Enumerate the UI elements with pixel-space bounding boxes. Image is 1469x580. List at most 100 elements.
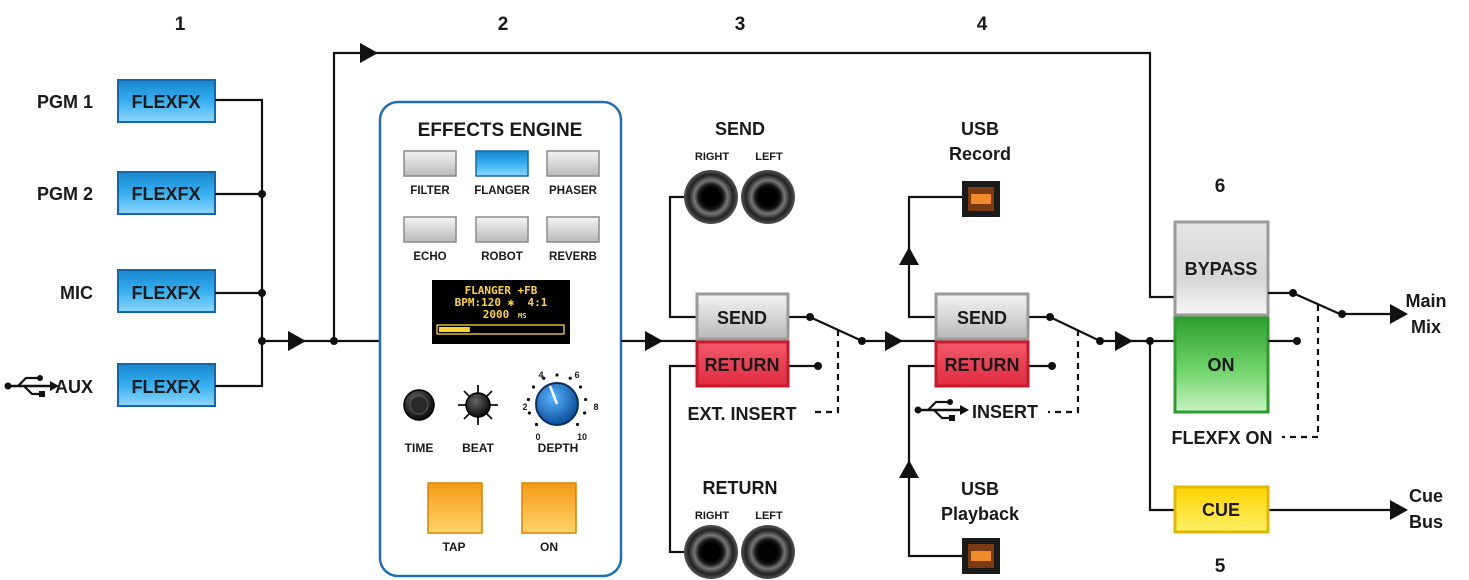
flexfx-on-label: FLEXFX ON <box>1171 428 1272 448</box>
bypass-button[interactable]: BYPASS <box>1173 220 1270 317</box>
flexfx-on-button[interactable]: ON <box>1173 316 1270 414</box>
cue-button[interactable]: CUE <box>1173 485 1270 534</box>
usb-insert-icon <box>914 399 969 421</box>
usb-wires <box>899 195 1175 558</box>
column-number-3: 3 <box>735 14 746 35</box>
ext-send-jack-right[interactable] <box>684 170 738 224</box>
engine-on-label: ON <box>540 540 558 554</box>
depth-scale-2: 2 <box>522 402 527 412</box>
input-label-pgm1: PGM 1 <box>37 92 93 112</box>
usb-record-label-line1: USB <box>961 119 999 139</box>
input-label-pgm2: PGM 2 <box>37 184 93 204</box>
depth-label: DEPTH <box>538 441 579 455</box>
ext-send-title: SEND <box>715 119 765 139</box>
effect-button-robot[interactable]: ROBOT <box>475 216 529 263</box>
flexfx-button-pgm1[interactable]: FLEXFX <box>117 79 216 123</box>
usb-playback-label-line1: USB <box>961 479 999 499</box>
usb-record-port-icon[interactable] <box>962 181 1000 217</box>
depth-tick <box>531 385 536 389</box>
flexfx-label: FLEXFX <box>131 184 200 204</box>
effect-label: FILTER <box>410 185 450 197</box>
depth-knob[interactable] <box>526 373 588 427</box>
ext-send-button-label: SEND <box>717 308 767 328</box>
effect-label: ROBOT <box>481 251 523 263</box>
usb-record-label-line2: Record <box>949 144 1011 164</box>
time-label: TIME <box>405 441 434 455</box>
depth-tick <box>526 397 531 402</box>
cue-bus-label-line1: Cue <box>1409 486 1443 506</box>
display-unit: MS <box>518 312 526 320</box>
effect-button-flanger[interactable]: FLANGER <box>474 150 530 197</box>
effect-label: ECHO <box>413 251 446 263</box>
depth-scale-0: 0 <box>535 432 540 442</box>
time-knob[interactable] <box>403 389 435 421</box>
display-line-3: 2000 <box>483 308 510 321</box>
display-line-1: FLANGER +FB <box>465 284 538 297</box>
effect-button-reverb[interactable]: REVERB <box>546 216 600 263</box>
engine-title: EFFECTS ENGINE <box>418 120 583 141</box>
column-number-6: 6 <box>1215 176 1226 197</box>
usb-insert-label: INSERT <box>972 402 1038 422</box>
input-bus-wires <box>215 43 1180 388</box>
ext-send-right-label: RIGHT <box>695 151 730 163</box>
effect-label: PHASER <box>549 185 598 197</box>
effect-display: FLANGER +FB BPM:120 ✱ 4:1 2000 MS <box>432 280 570 344</box>
usb-send-button-label: SEND <box>957 308 1007 328</box>
depth-scale-ticks <box>526 373 588 427</box>
bypass-label: BYPASS <box>1185 259 1258 279</box>
flexfx-label: FLEXFX <box>131 92 200 112</box>
usb-return-button[interactable]: RETURN <box>934 340 1030 388</box>
depth-tick <box>568 376 572 380</box>
cue-label: CUE <box>1202 500 1240 520</box>
input-label-mic: MIC <box>60 283 93 303</box>
depth-tick <box>583 411 587 415</box>
usb-return-button-label: RETURN <box>945 355 1020 375</box>
flexfx-label: FLEXFX <box>131 283 200 303</box>
ext-return-button[interactable]: RETURN <box>695 340 790 388</box>
ext-return-left-label: LEFT <box>755 510 783 522</box>
effects-engine-panel: EFFECTS ENGINE FILTER FLANGER PHASER ECH… <box>378 100 623 578</box>
main-mix-label-line1: Main <box>1405 291 1446 311</box>
ext-return-jack-left[interactable] <box>741 525 795 579</box>
beat-led <box>458 385 498 425</box>
depth-tick <box>534 422 539 427</box>
depth-scale-4: 4 <box>538 370 543 380</box>
effect-button-phaser[interactable]: PHASER <box>546 150 600 197</box>
ext-send-left-label: LEFT <box>755 151 783 163</box>
column-number-2: 2 <box>498 14 509 35</box>
depth-pointer <box>548 385 559 405</box>
flexfx-button-aux[interactable]: FLEXFX <box>117 363 216 407</box>
usb-icon <box>4 375 59 397</box>
depth-scale-10: 10 <box>577 432 587 442</box>
engine-output-wire <box>621 331 697 351</box>
flexfx-button-pgm2[interactable]: FLEXFX <box>117 171 216 215</box>
ext-wires <box>668 195 936 554</box>
column-number-1: 1 <box>175 14 186 35</box>
depth-tick <box>527 411 532 415</box>
flexfx-button-mic[interactable]: FLEXFX <box>117 269 216 313</box>
ext-return-right-label: RIGHT <box>695 510 730 522</box>
effect-label: REVERB <box>549 251 597 263</box>
effect-button-filter[interactable]: FILTER <box>403 150 457 197</box>
depth-scale-8: 8 <box>593 402 598 412</box>
usb-playback-label-line2: Playback <box>941 504 1020 524</box>
ext-send-jack-left[interactable] <box>741 170 795 224</box>
usb-send-button[interactable]: SEND <box>934 292 1030 341</box>
ext-insert-label: EXT. INSERT <box>687 404 796 424</box>
ext-return-button-label: RETURN <box>705 355 780 375</box>
engine-on-button[interactable]: ON <box>521 482 577 554</box>
ext-send-button[interactable]: SEND <box>695 292 790 341</box>
usb-playback-port-icon[interactable] <box>962 538 1000 574</box>
main-mix-label-line2: Mix <box>1411 317 1441 337</box>
tap-button[interactable]: TAP <box>427 482 483 554</box>
cue-bus-label-line2: Bus <box>1409 512 1443 532</box>
column-number-4: 4 <box>977 14 988 35</box>
ext-return-jack-right[interactable] <box>684 525 738 579</box>
effect-button-echo[interactable]: ECHO <box>403 216 457 263</box>
input-label-aux: AUX <box>55 377 93 397</box>
display-line-2: BPM:120 ✱ 4:1 <box>455 296 548 309</box>
ext-return-title: RETURN <box>703 478 778 498</box>
flexfx-on-button-label: ON <box>1208 355 1235 375</box>
beat-label: BEAT <box>462 441 494 455</box>
